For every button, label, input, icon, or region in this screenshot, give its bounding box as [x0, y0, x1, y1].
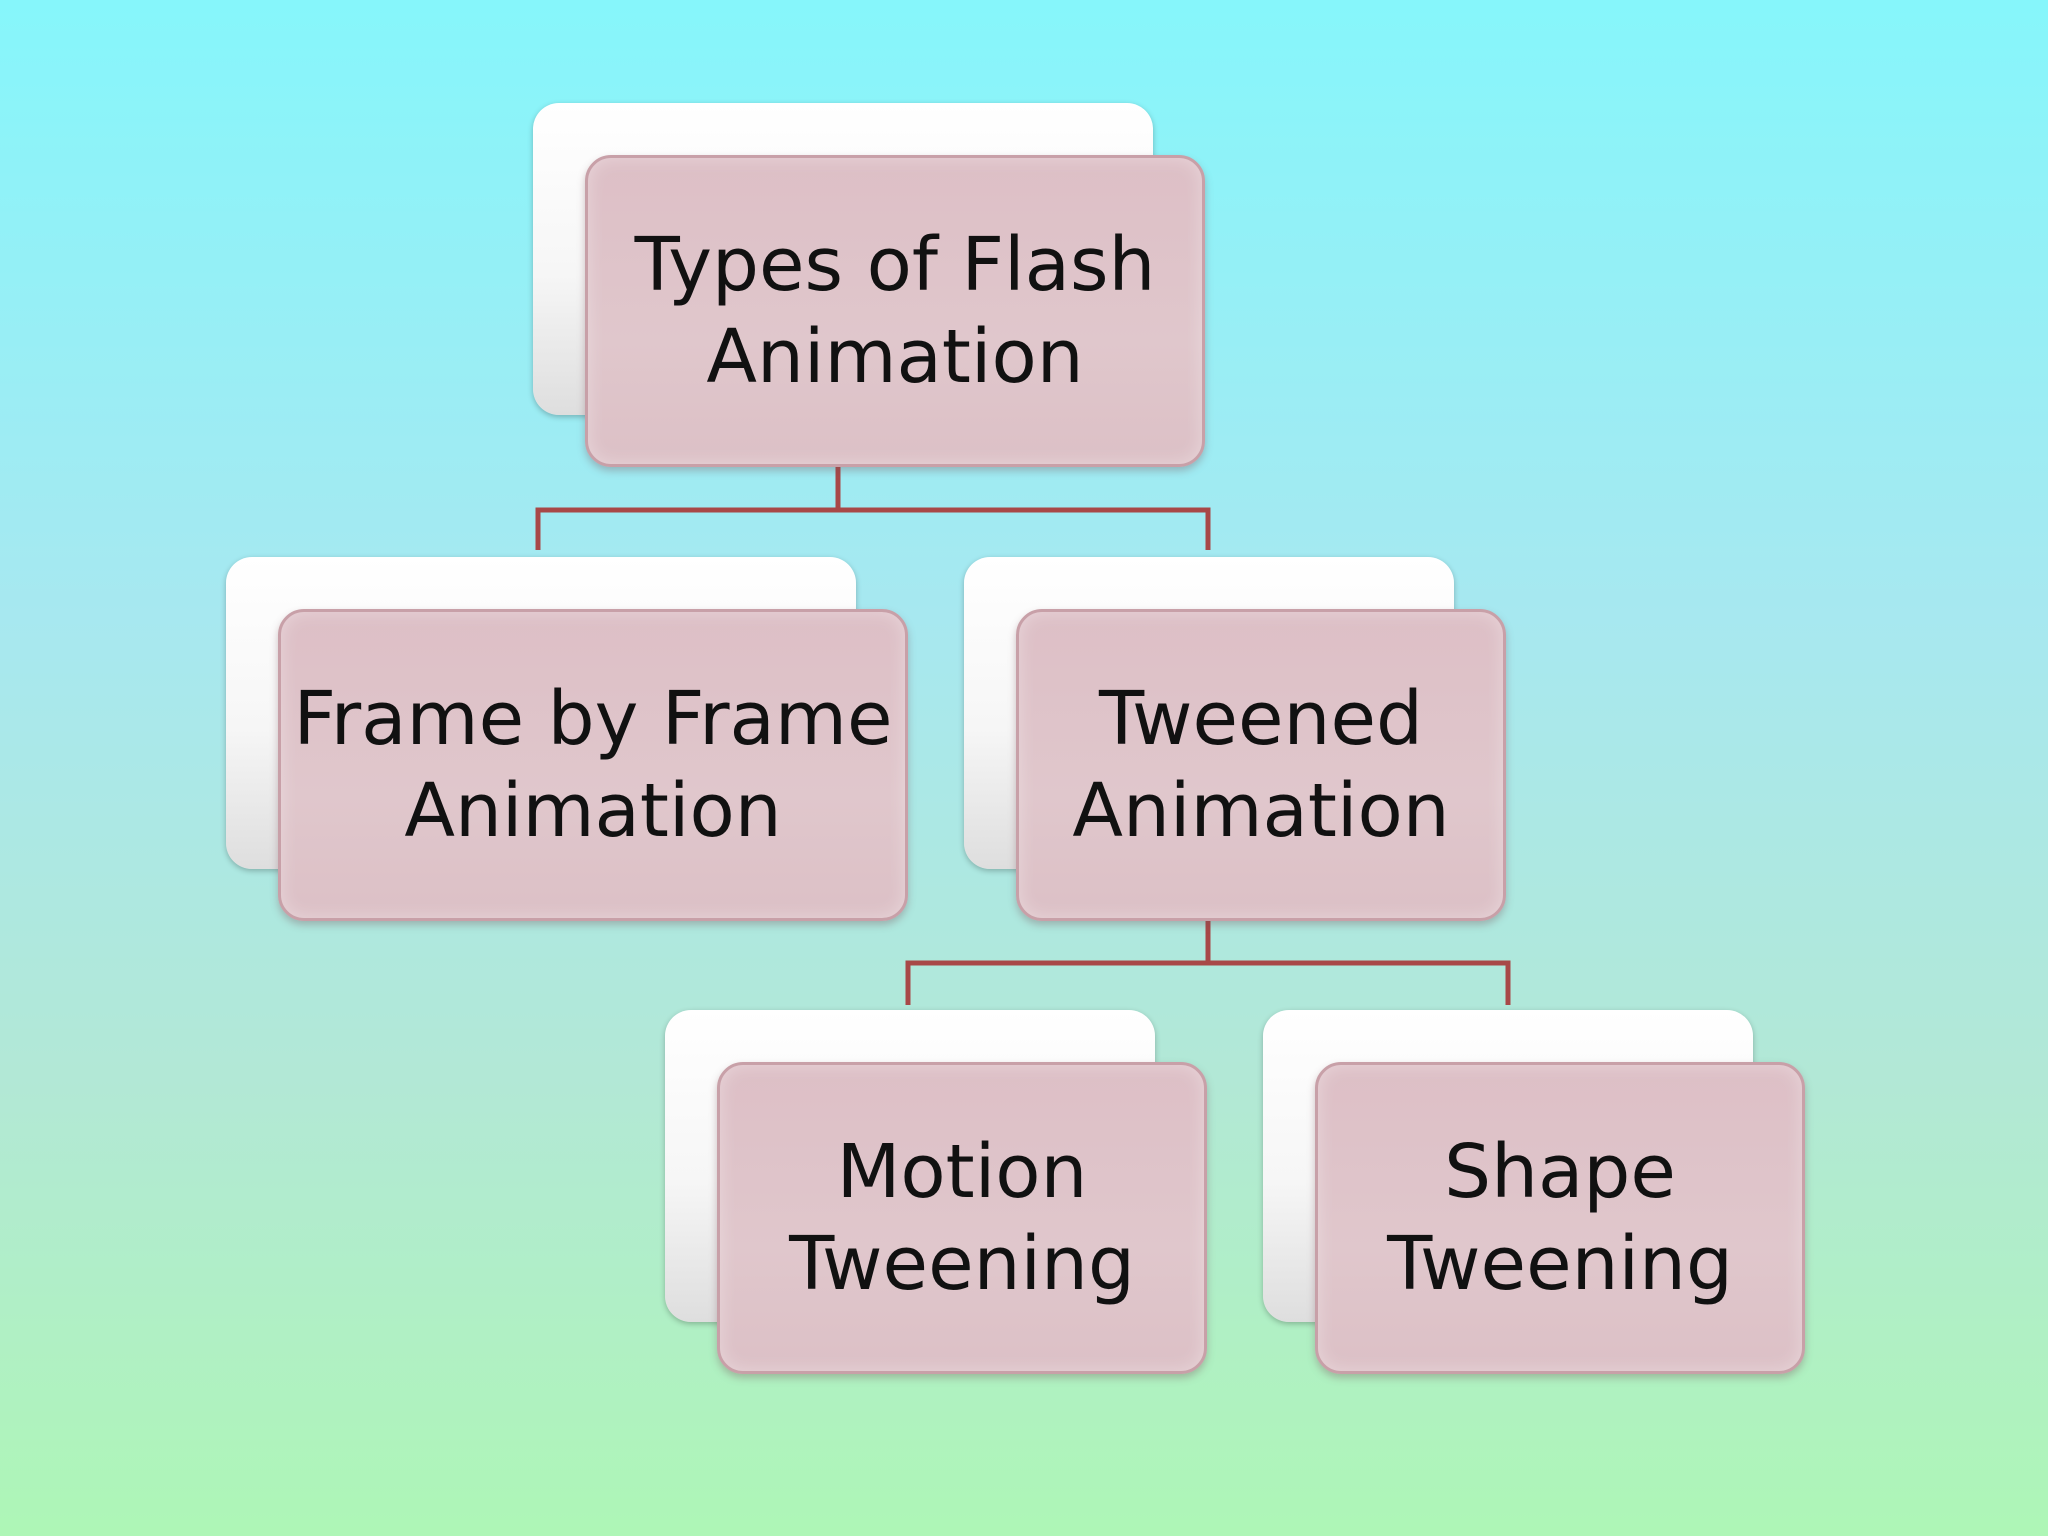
root-node-box: Types of Flash Animation: [585, 155, 1205, 467]
frame-by-frame-box: Frame by Frame Animation: [278, 609, 908, 921]
motion-tweening-label: Motion Tweening: [789, 1129, 1135, 1307]
shape-tweening-label: Shape Tweening: [1387, 1129, 1733, 1307]
frame-by-frame-label: Frame by Frame Animation: [293, 676, 893, 854]
tweened-label: Tweened Animation: [1072, 676, 1450, 854]
tweened-box: Tweened Animation: [1016, 609, 1506, 921]
root-node-label: Types of Flash Animation: [634, 222, 1156, 400]
motion-tweening-box: Motion Tweening: [717, 1062, 1207, 1374]
shape-tweening-box: Shape Tweening: [1315, 1062, 1805, 1374]
